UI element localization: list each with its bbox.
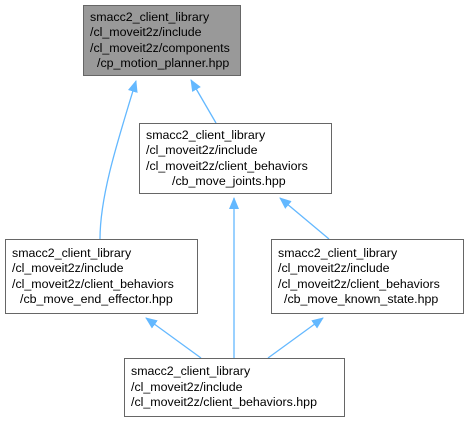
node-label-line: /cl_moveit2z/components [90,40,230,55]
node-label-line: /cp_motion_planner.hpp [97,56,230,70]
node-label-line: /cl_moveit2z/client_behaviors [12,276,174,291]
edge-client-behaviors-to-cb-move-end-effector [145,317,202,359]
node-label-line: /cl_moveit2z/client_behaviors.hpp [131,395,317,410]
node-cb-move-joints[interactable]: smacc2_client_library /cl_moveit2z/inclu… [139,123,332,194]
node-label-line: /cb_move_known_state.hpp [284,292,439,306]
node-label-line: /cb_move_joints.hpp [172,174,286,188]
node-label-line: /cl_moveit2z/include [12,261,124,275]
node-label-line: /cl_moveit2z/include [90,25,202,39]
node-label-line: smacc2_client_library [146,127,266,142]
edge-cb-move-known-state-to-cb-move-joints [279,197,330,240]
node-label-line: smacc2_client_library [90,9,210,24]
node-label-line: /cl_moveit2z/client_behaviors [278,276,440,291]
node-label-line: /cl_moveit2z/include [146,143,258,157]
node-label-line: /cb_move_end_effector.hpp [20,292,173,306]
node-cb-move-known-state[interactable]: smacc2_client_library /cl_moveit2z/inclu… [271,239,464,314]
node-label-line: /cl_moveit2z/client_behaviors [146,158,308,173]
node-client-behaviors[interactable]: smacc2_client_library /cl_moveit2z/inclu… [124,358,345,417]
node-label-line: smacc2_client_library [131,364,251,379]
node-cb-move-end-effector[interactable]: smacc2_client_library /cl_moveit2z/inclu… [5,239,198,314]
node-label-line: /cl_moveit2z/include [278,261,390,275]
node-label-line: smacc2_client_library [278,245,398,260]
node-label-line: smacc2_client_library [12,245,132,260]
node-label-line: /cl_moveit2z/include [131,379,243,394]
node-cp-motion-planner[interactable]: smacc2_client_library /cl_moveit2z/inclu… [83,5,241,76]
edge-client-behaviors-to-cb-move-known-state [267,317,324,359]
edge-cb-move-joints-to-cp-motion-planner [190,79,217,124]
edge-cb-move-end-effector-to-cp-motion-planner [99,80,138,240]
